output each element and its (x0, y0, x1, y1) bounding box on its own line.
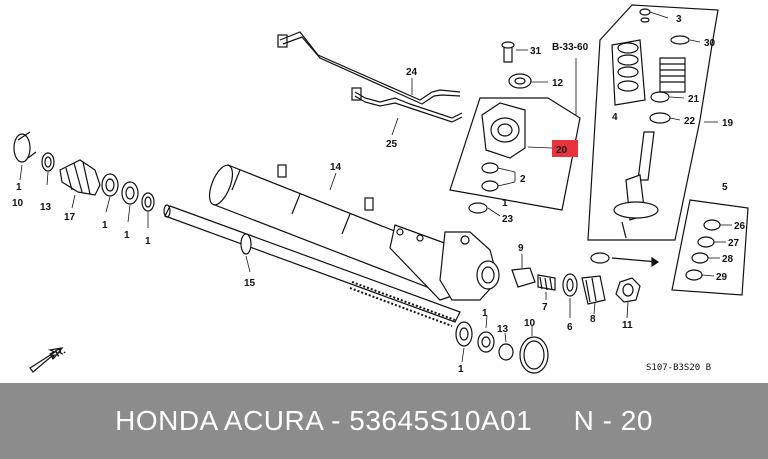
rack-bar (163, 204, 461, 327)
part-label: 11 (622, 320, 633, 331)
part-label: 1 (502, 198, 508, 209)
part-label: 1 (145, 236, 151, 247)
part-label: 1 (16, 182, 22, 193)
right-side-parts (511, 252, 660, 305)
part-label: 13 (497, 324, 509, 335)
part-label: 24 (406, 67, 418, 78)
front-arrow-label: FR. (48, 345, 68, 362)
part-label: 25 (386, 139, 398, 150)
leader-lines (19, 11, 732, 363)
part-label: 27 (728, 238, 740, 249)
part-label: 22 (684, 116, 696, 127)
highlight-callout-box (552, 140, 578, 157)
pinion-group (587, 4, 719, 241)
highlighted-part-label: 20 (556, 145, 568, 156)
part-label: 10 (524, 318, 536, 329)
part-label: 6 (567, 322, 573, 333)
part-label: 15 (244, 278, 256, 289)
part-number-banner: HONDA ACURA - 53645S10A01 N - 20 (0, 383, 768, 459)
part-label: 7 (542, 302, 548, 313)
part-label: 13 (40, 202, 52, 213)
part-label: 31 (530, 46, 542, 57)
part-label: 29 (716, 272, 728, 283)
part-label: 1 (124, 230, 130, 241)
left-seals (13, 131, 155, 212)
part-label: 28 (722, 254, 734, 265)
part-label: 26 (734, 221, 746, 232)
part-label: 21 (688, 94, 700, 105)
part-label: 5 (722, 182, 728, 193)
part-label: 10 (12, 198, 24, 209)
part-label: 8 (590, 314, 596, 325)
part-label: 4 (612, 112, 618, 123)
part-label: 19 (722, 118, 734, 129)
part-label: 9 (518, 243, 524, 254)
part-label: 1 (458, 364, 464, 375)
part-label: 14 (330, 162, 342, 173)
front-arrow-icon (29, 347, 64, 373)
part-label: 2 (520, 174, 526, 185)
valve-body-group (449, 41, 581, 214)
part-label: 1 (482, 308, 488, 319)
part-label: 12 (552, 78, 564, 89)
part-number-text: HONDA ACURA - 53645S10A01 N - 20 (115, 405, 653, 436)
ref-box-label: B-33-60 (552, 42, 589, 53)
part-label: 3 (676, 14, 682, 25)
hydraulic-pipes (277, 31, 463, 123)
part-label: 23 (502, 214, 514, 225)
part-label: 30 (704, 38, 716, 49)
part-labels: B-33-60 20 1 10 13 17 1 1 1 15 14 24 25 … (12, 14, 746, 375)
bottom-seals (455, 321, 549, 374)
drawing-code: S107-B3S20 B (646, 363, 711, 373)
part-label: 17 (64, 212, 76, 223)
part-label: 1 (102, 220, 108, 231)
rack-housing (208, 164, 500, 301)
steering-rack-exploded-diagram: B-33-60 20 1 10 13 17 1 1 1 15 14 24 25 … (12, 4, 749, 375)
